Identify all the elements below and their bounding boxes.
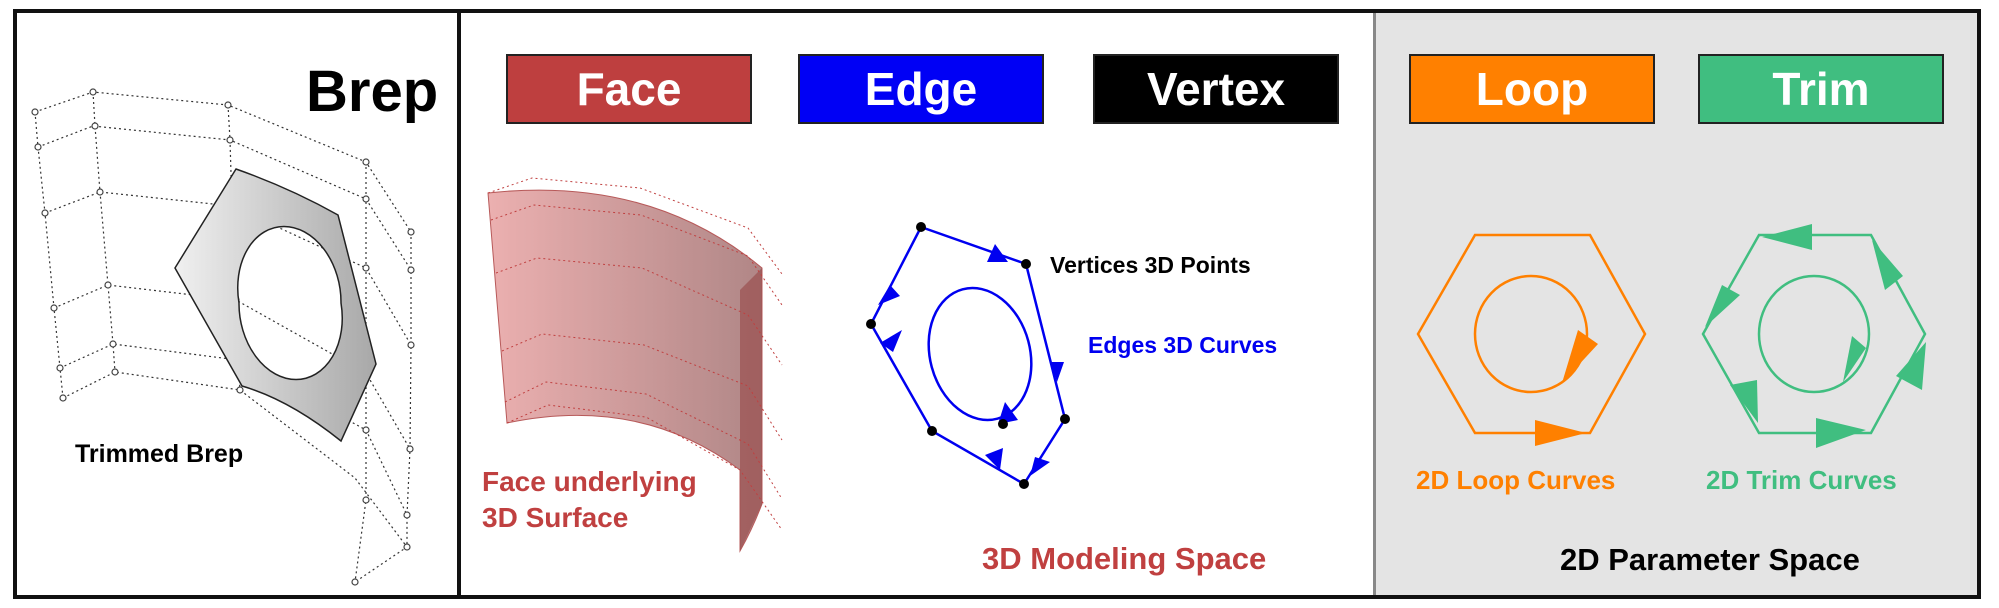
trim-caption: 2D Trim Curves [1706,465,1897,495]
panel-divider [457,13,461,595]
edge-curves [869,225,1067,486]
vertex-button[interactable]: Vertex [1093,54,1339,124]
face-surface [487,189,763,553]
face-caption-line1: Face underlying [482,466,697,497]
trimmed-face [174,168,377,443]
face-caption-line2: 3D Surface [482,502,629,533]
face-button[interactable]: Face [506,54,752,124]
face-control-net [487,177,783,531]
edge-button[interactable]: Edge [798,54,1044,124]
modeling-space-label: 3D Modeling Space [982,541,1267,576]
loop-arrows [1535,330,1598,446]
loop-button[interactable]: Loop [1409,54,1655,124]
trim-button[interactable]: Trim [1698,54,1944,124]
trim-arrows [1705,224,1926,448]
parameter-space-label: 2D Parameter Space [1560,542,1860,577]
edges-caption: Edges 3D Curves [1088,332,1278,358]
brep-title: Brep [306,59,439,124]
trim-curves [1701,233,1927,435]
vertex-points [866,222,1070,489]
face-surface-edge [740,268,762,551]
loop-caption: 2D Loop Curves [1416,465,1616,495]
edge-arrows [878,244,1064,476]
vertices-caption: Vertices 3D Points [1050,252,1251,278]
diagram-frame [13,9,1981,599]
loop-curves [1416,233,1647,435]
trimmed-brep-caption: Trimmed Brep [75,440,244,468]
